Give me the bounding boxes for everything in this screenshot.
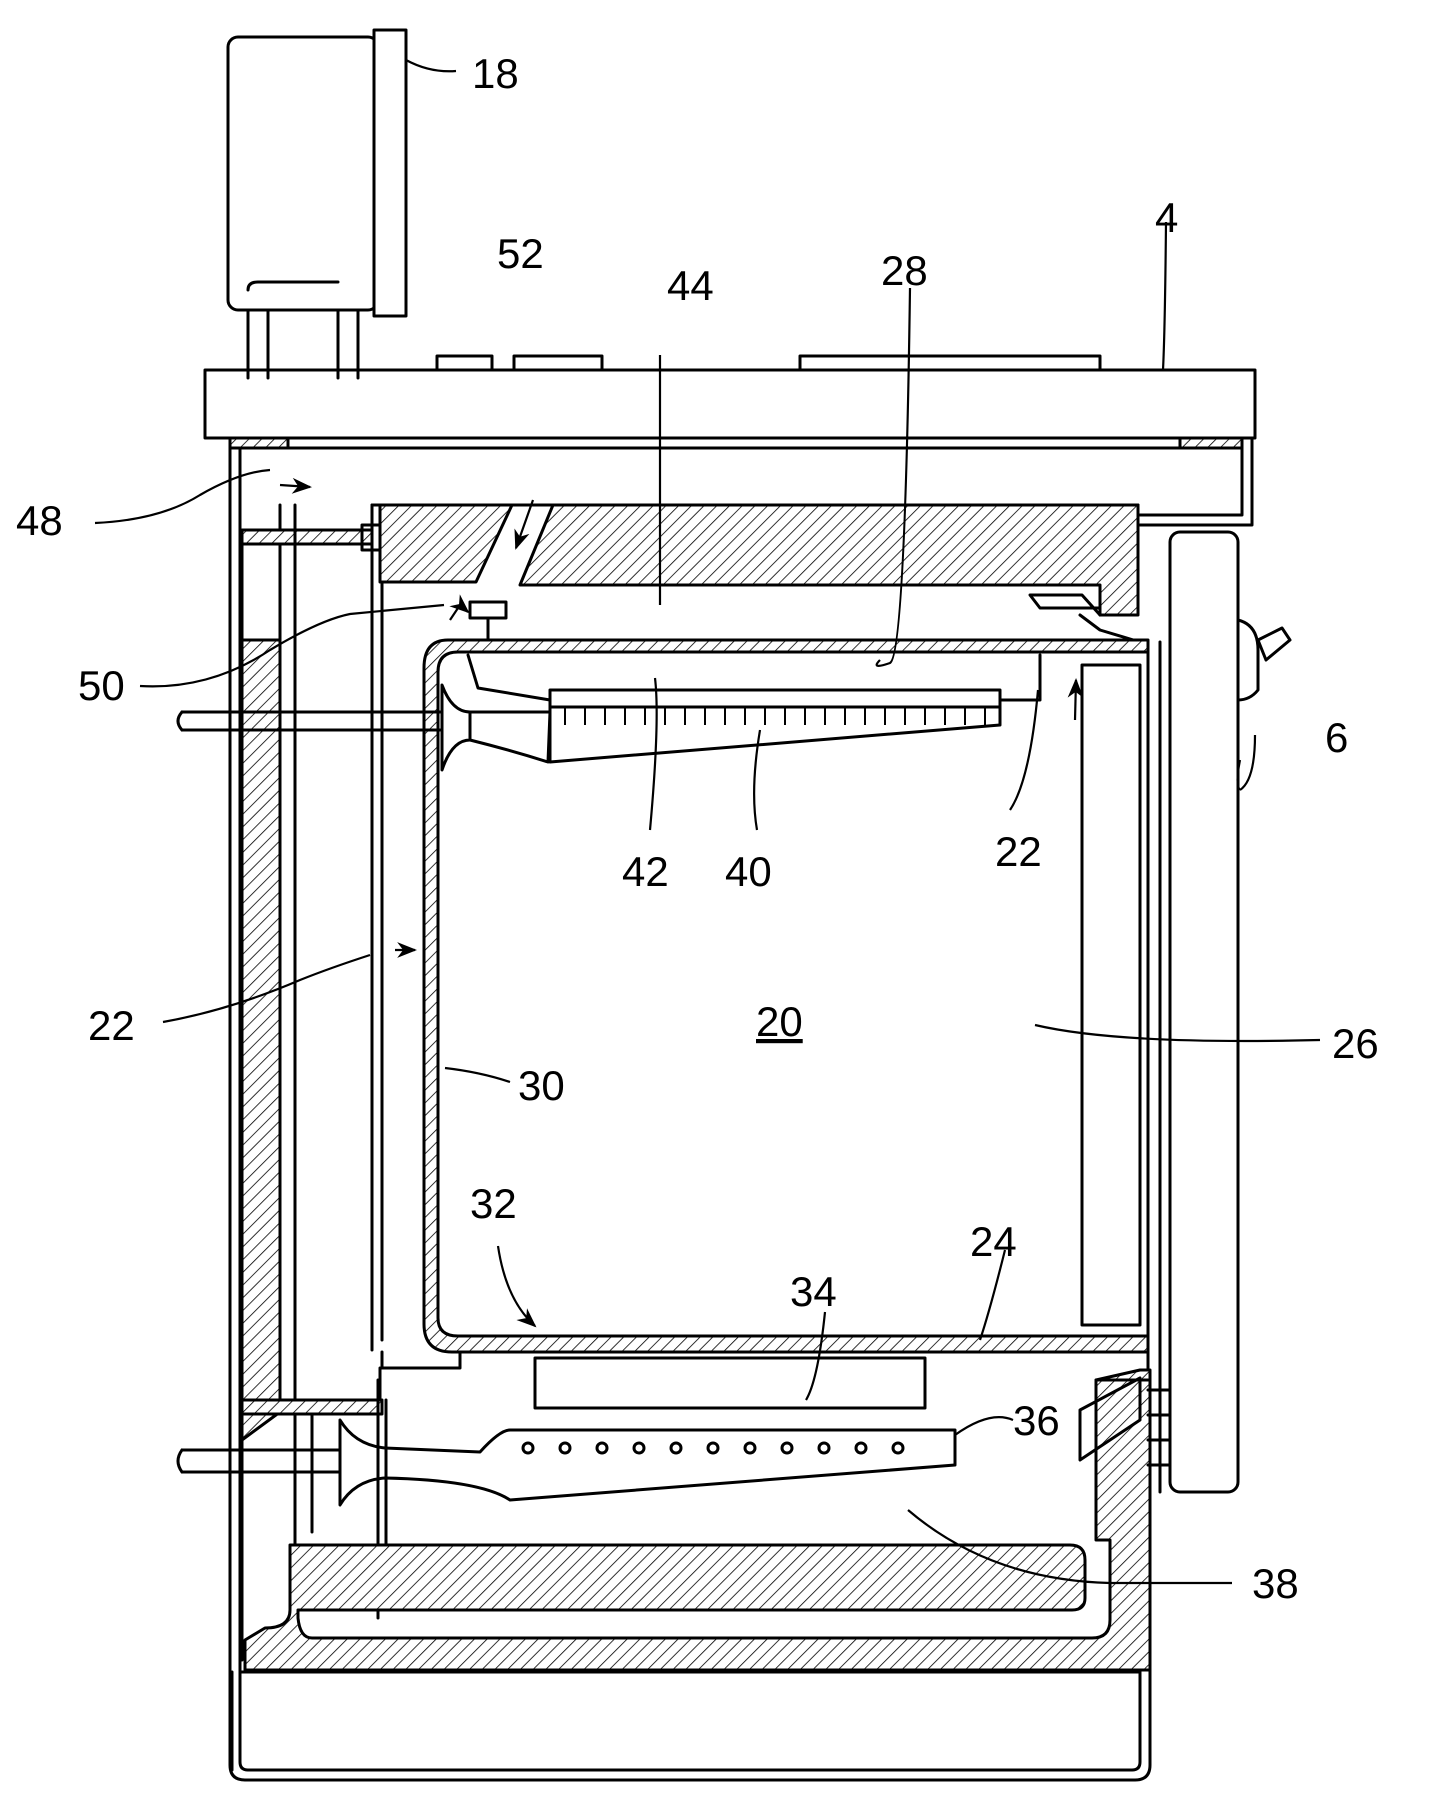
cooktop xyxy=(205,356,1255,438)
label-4: 4 xyxy=(1155,194,1178,241)
label-36: 36 xyxy=(1013,1397,1060,1444)
control-box xyxy=(228,30,406,378)
broil-burner xyxy=(178,602,1040,770)
label-30: 30 xyxy=(518,1062,565,1109)
label-28: 28 xyxy=(881,247,928,294)
label-48: 48 xyxy=(16,497,63,544)
label-42: 42 xyxy=(622,848,669,895)
label-22-top: 22 xyxy=(995,828,1042,875)
label-50: 50 xyxy=(78,662,125,709)
label-38: 38 xyxy=(1252,1560,1299,1607)
label-24: 24 xyxy=(970,1218,1017,1265)
label-6: 6 xyxy=(1325,714,1348,761)
label-26: 26 xyxy=(1332,1020,1379,1067)
label-52: 52 xyxy=(497,230,544,277)
label-22-left: 22 xyxy=(88,1002,135,1049)
flow-arrows xyxy=(280,485,1076,1326)
label-34: 34 xyxy=(790,1268,837,1315)
label-20: 20 xyxy=(756,998,803,1045)
label-44: 44 xyxy=(667,262,714,309)
label-32: 32 xyxy=(470,1180,517,1227)
label-40: 40 xyxy=(725,848,772,895)
label-18: 18 xyxy=(472,50,519,97)
